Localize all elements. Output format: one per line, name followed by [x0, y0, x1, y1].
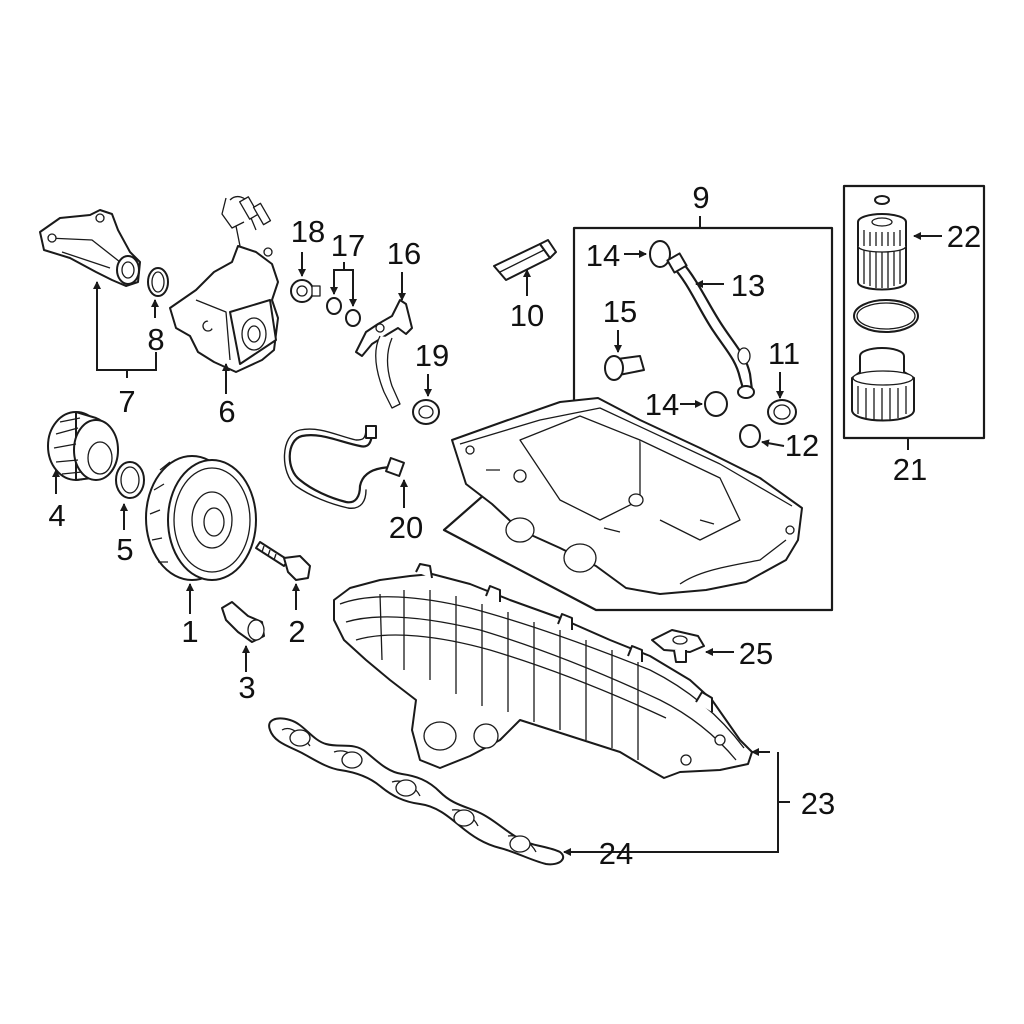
washer-part-19 [412, 399, 440, 425]
gasket-ring-part-5 [115, 461, 145, 499]
o-ring-part-12 [739, 424, 761, 448]
callout-4: 4 [48, 498, 65, 533]
pulley-part-4 [47, 411, 119, 481]
callout-15: 15 [603, 294, 637, 329]
callout-14a: 14 [586, 238, 620, 273]
callout-9: 9 [692, 180, 709, 215]
callout-21: 21 [893, 452, 927, 487]
callout-10: 10 [510, 298, 544, 333]
seal-pair-part-17 [326, 297, 361, 327]
callout-17: 17 [331, 228, 365, 263]
o-ring-part-14a [649, 240, 671, 268]
bracket-part-16 [355, 299, 413, 409]
callout-11: 11 [768, 336, 800, 371]
callout-24: 24 [599, 836, 633, 871]
sensor-part-18 [290, 279, 321, 303]
oil-pan-part [451, 397, 803, 595]
plug-part-11 [767, 399, 797, 425]
callout-5: 5 [116, 532, 133, 567]
callout-13: 13 [731, 268, 765, 303]
water-pump-housing-part [169, 195, 279, 373]
leader-17 [330, 262, 357, 307]
callout-2: 2 [288, 614, 305, 649]
sensor-part-25 [651, 629, 705, 663]
crank-pulley-part-1 [145, 455, 257, 581]
o-ring-part-8 [147, 267, 169, 297]
oil-filter-kit-box [842, 184, 986, 450]
hose-part-20 [283, 425, 405, 509]
bolt-part-2 [255, 541, 311, 581]
leader-7 [93, 281, 157, 378]
manifold-gasket-part-24 [268, 717, 565, 866]
callout-20: 20 [389, 510, 423, 545]
callout-18: 18 [291, 214, 325, 249]
callout-1: 1 [181, 614, 198, 649]
filter-o-ring [853, 299, 919, 333]
callout-6: 6 [218, 394, 235, 429]
drain-bolt-part-15 [604, 355, 645, 381]
oil-filter-cap [851, 347, 915, 422]
stud-part-3 [221, 601, 265, 643]
leader-23 [570, 748, 790, 853]
callout-16: 16 [387, 236, 421, 271]
callout-22: 22 [947, 219, 981, 254]
callout-14b: 14 [645, 387, 679, 422]
callout-12: 12 [785, 428, 819, 463]
callout-25: 25 [739, 636, 773, 671]
thermostat-housing-part [39, 209, 141, 287]
leader-12 [761, 439, 785, 448]
callout-19: 19 [415, 338, 449, 373]
sealant-tube-part-10 [493, 239, 557, 281]
callout-23: 23 [801, 786, 835, 821]
o-ring-part-14b [704, 391, 728, 417]
intake-manifold-part-23 [333, 563, 753, 779]
callout-8: 8 [147, 322, 164, 357]
callout-7: 7 [118, 384, 135, 419]
oil-filter-element-part-22 [857, 195, 907, 291]
callout-3: 3 [238, 670, 255, 705]
